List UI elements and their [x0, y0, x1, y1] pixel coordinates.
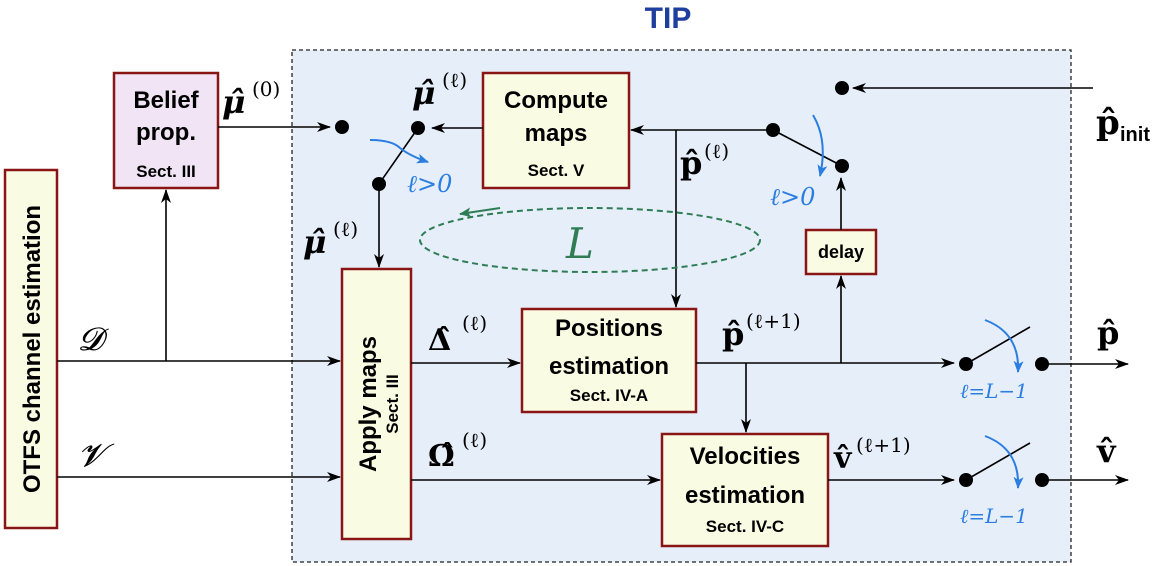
label-p-out-switch: ℓ=L−1: [960, 379, 1028, 403]
label-mu-l-left-sup: (ℓ): [333, 217, 358, 241]
compute-sect: Sect. V: [528, 161, 585, 180]
dot-p-init: [835, 81, 849, 95]
label-omega: Ω̂: [428, 439, 455, 474]
velocities-block: [660, 432, 830, 548]
label-delta: Δ̂: [428, 323, 451, 358]
tip-title: TIP: [645, 2, 692, 35]
label-p-l-sup: (ℓ): [704, 139, 729, 163]
delay-label: delay: [818, 242, 864, 262]
dot-p-delay: [835, 159, 849, 173]
label-V: 𝓥: [78, 436, 115, 474]
compute-label-2: maps: [525, 120, 588, 147]
loop-arrow: [459, 207, 501, 218]
positions-sect: Sect. IV-A: [570, 386, 648, 405]
loop-ellipse: [419, 207, 761, 273]
label-p-l1-sup: (ℓ+1): [746, 309, 801, 333]
positions-label-2: estimation: [549, 353, 669, 380]
belief-label-2: prop.: [136, 119, 196, 146]
p-out-switch-blade: [965, 326, 1031, 365]
belief-label-1: Belief: [133, 87, 199, 114]
positions-block: [520, 307, 698, 414]
label-v-out-switch: ℓ=L−1: [960, 504, 1028, 528]
dot-p-switch: [766, 123, 780, 137]
label-v-l1: v̂: [833, 441, 853, 476]
label-p-out: p̂: [1097, 314, 1119, 352]
label-mu-l-top-sup: (ℓ): [442, 68, 467, 92]
label-p-l1: p̂: [722, 315, 744, 353]
label-omega-sup: (ℓ): [462, 428, 487, 452]
label-p-switch: ℓ>0: [770, 183, 815, 211]
velocities-label-1: Velocities: [690, 443, 801, 470]
label-D: 𝓓: [78, 320, 109, 358]
label-mu-l-top: μ̂: [412, 74, 435, 112]
dot-v-out-in: [959, 473, 973, 487]
dot-p-out-in: [959, 357, 973, 371]
dot-mu-out: [372, 177, 386, 191]
otfs-label: OTFS channel estimation: [19, 205, 46, 493]
compute-label-1: Compute: [504, 87, 608, 114]
dot-mu-l: [411, 121, 425, 135]
label-mu-switch: ℓ>0: [407, 170, 452, 198]
v-out-switch-arrow: [984, 435, 1024, 489]
velocities-sect: Sect. IV-C: [706, 517, 784, 536]
label-mu0: μ̂: [222, 83, 245, 121]
p-switch-blade: [772, 129, 843, 167]
apply-label: Apply maps: [355, 336, 382, 472]
dot-p-out-out: [1035, 357, 1049, 371]
label-p-init-sub: init: [1120, 124, 1150, 146]
p-out-switch-arrow: [984, 319, 1024, 373]
apply-maps-block: [340, 267, 413, 541]
positions-label-1: Positions: [555, 315, 663, 342]
belief-prop-block: [112, 71, 220, 190]
apply-sect: Sect. III: [383, 374, 402, 434]
otfs-block: [3, 168, 59, 530]
label-v-out: v̂: [1096, 432, 1117, 470]
belief-sect: Sect. III: [136, 162, 196, 181]
label-delta-sup: (ℓ): [462, 311, 487, 335]
label-p-init: p̂: [1096, 103, 1120, 143]
label-mu-l-left: μ̂: [303, 223, 326, 261]
p-switch-arrow: [812, 114, 828, 177]
label-v-l1-sup: (ℓ+1): [856, 433, 911, 457]
v-out-switch-blade: [965, 442, 1031, 481]
compute-maps-block: [481, 71, 631, 190]
velocities-label-2: estimation: [685, 482, 805, 509]
dot-mu0: [335, 120, 349, 134]
mu-switch-blade: [378, 127, 419, 185]
mu-switch-arrow: [369, 139, 429, 164]
label-p-l: p̂: [680, 144, 702, 182]
label-mu0-sup: (0): [252, 77, 280, 101]
loop-label: L: [565, 219, 594, 268]
dot-v-out-out: [1035, 473, 1049, 487]
